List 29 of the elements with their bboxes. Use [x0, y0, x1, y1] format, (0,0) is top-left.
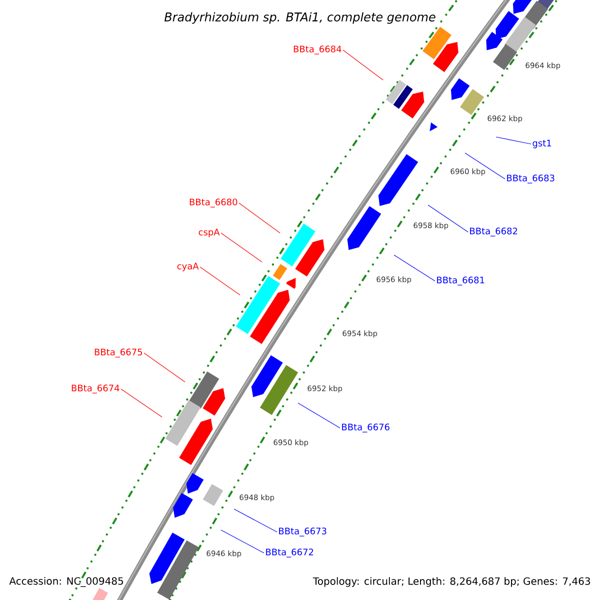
- leader-line: [144, 352, 186, 382]
- gene-label: gst1: [532, 140, 552, 148]
- leader-line: [200, 266, 240, 296]
- gene-label: BBta_6673: [279, 528, 326, 536]
- leader-line: [220, 530, 264, 554]
- title: Bradyrhizobium sp. BTAi1, complete genome: [164, 12, 436, 24]
- genome-info-label: Topology: circular; Length: 8,264,687 bp; Genes: 7,463: [312, 577, 590, 587]
- gene-label: BBta_6683: [507, 174, 554, 184]
- leader-line: [220, 232, 262, 262]
- gene-label: BBta_6675: [94, 348, 142, 358]
- leader-line: [234, 508, 278, 532]
- leader-line: [342, 50, 384, 80]
- gene-label: BBta_6684: [294, 46, 342, 54]
- leader-line: [464, 152, 506, 180]
- gene-label: cspA: [198, 228, 220, 238]
- accession-label: Accession: NC_009485: [9, 577, 124, 587]
- gene-label: BBta_6676: [342, 424, 390, 432]
- leader-line: [394, 254, 436, 282]
- leader-line: [298, 402, 340, 428]
- gene-label: BBta_6682: [470, 228, 518, 236]
- gene-label: BBta_6674: [72, 384, 120, 394]
- leader-line: [428, 204, 468, 232]
- leader-line: [496, 136, 532, 144]
- gene-label: BBta_6681: [437, 276, 484, 286]
- gene-label: BBta_6672: [266, 548, 314, 558]
- gene-label: cyaA: [177, 262, 199, 272]
- leader-line: [120, 388, 162, 418]
- leader-line: [238, 202, 280, 234]
- gene-label: BBta_6680: [190, 198, 238, 208]
